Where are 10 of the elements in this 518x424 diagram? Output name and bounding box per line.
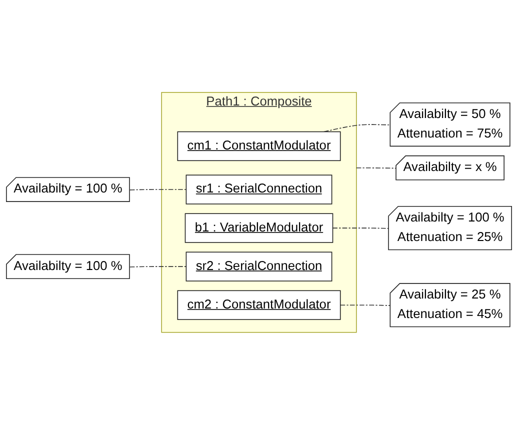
node-box: b1 : VariableModulator xyxy=(184,212,334,242)
connector xyxy=(130,188,187,190)
node-box: sr1 : SerialConnection xyxy=(186,174,332,204)
connector xyxy=(340,304,391,306)
connector xyxy=(356,167,397,168)
node-box: cm2 : ConstantModulator xyxy=(177,290,341,320)
node-box: sr2 : SerialConnection xyxy=(186,251,332,282)
connector xyxy=(332,227,390,228)
node-box: cm1 : ConstantModulator xyxy=(177,130,341,161)
connector xyxy=(130,266,187,267)
